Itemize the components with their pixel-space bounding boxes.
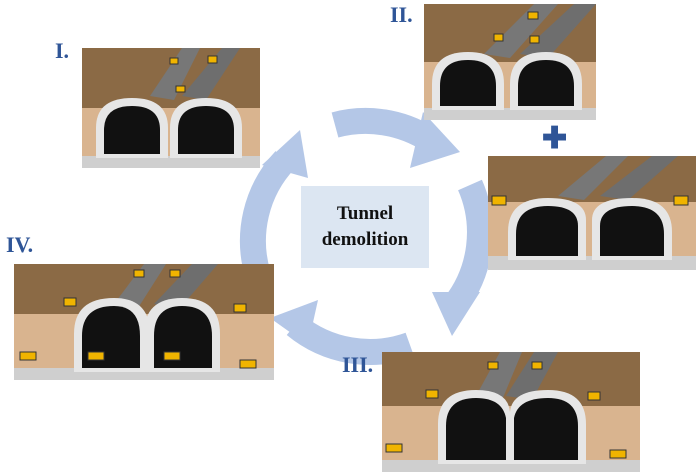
stage-label-1: I. — [55, 38, 70, 63]
cycle-arrow-right — [444, 179, 493, 313]
plus-icon: ✚ — [542, 122, 568, 155]
cycle-arrow-left — [239, 151, 295, 279]
cycle-arrow-top — [331, 108, 438, 152]
stage-label-2: II. — [390, 2, 413, 27]
cycle-arrow-bottom — [286, 314, 415, 365]
tunnel-panel-stage-3 — [382, 352, 640, 472]
tunnel-panel-stage-4 — [14, 264, 274, 380]
arrowhead-top — [410, 112, 460, 168]
arrowhead-right — [432, 292, 480, 336]
arrowhead-bottom — [270, 300, 318, 345]
arrowhead-left — [262, 130, 308, 178]
center-label-line-2: demolition — [321, 229, 409, 250]
tunnel-panel-stage-1 — [82, 48, 260, 168]
center-label-line-1: Tunnel — [336, 203, 394, 224]
stage-label-3: III. — [342, 352, 374, 377]
tunnel-panel-stage-2 — [424, 4, 596, 120]
center-label-box: Tunnel demolition — [301, 186, 429, 268]
tunnel-panel-stage-2-addition — [488, 156, 696, 270]
stage-label-4: IV. — [6, 232, 34, 257]
